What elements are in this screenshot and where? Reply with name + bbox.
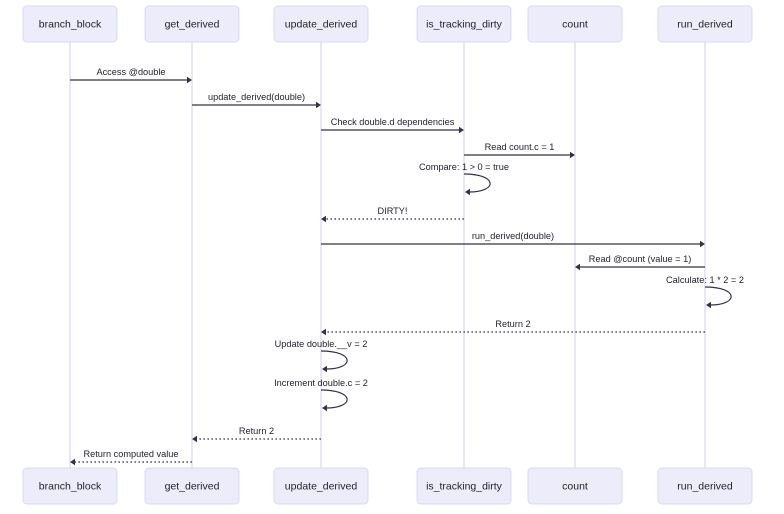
arrowhead: [187, 76, 192, 84]
participant-label: run_derived: [677, 480, 733, 492]
message-label: run_derived(double): [472, 231, 554, 241]
participant-label: update_derived: [285, 480, 358, 492]
arrowhead: [465, 188, 470, 196]
message-9[interactable]: Calculate: 1 * 2 = 2: [666, 275, 744, 309]
participant-bottom-is_tracking_dirty[interactable]: is_tracking_dirty: [416, 467, 512, 505]
participant-box: [22, 467, 118, 505]
participant-bottom-run_derived[interactable]: run_derived: [657, 467, 753, 505]
message-3[interactable]: Check double.d dependencies: [321, 117, 464, 134]
message-1[interactable]: Access @double: [70, 67, 192, 84]
message-label: Increment double.c = 2: [274, 378, 368, 388]
message-label: Read count.c = 1: [485, 142, 555, 152]
arrowhead: [322, 365, 327, 373]
self-loop-path: [463, 173, 491, 193]
participant-box: [22, 5, 118, 43]
message-label: update_derived(double): [208, 92, 305, 102]
message-label: Calculate: 1 * 2 = 2: [666, 275, 744, 285]
arrowhead: [459, 126, 464, 134]
participant-box: [657, 5, 753, 43]
message-4[interactable]: Read count.c = 1: [464, 142, 575, 159]
arrowhead: [706, 301, 711, 309]
participant-box: [144, 5, 240, 43]
participant-label: is_tracking_dirty: [426, 18, 503, 30]
message-12[interactable]: Increment double.c = 2: [274, 378, 368, 412]
message-8[interactable]: Read @count (value = 1): [575, 254, 705, 271]
participant-label: count: [562, 18, 588, 30]
arrowhead: [575, 263, 580, 271]
arrowhead: [700, 240, 705, 248]
arrowhead: [321, 215, 326, 223]
participant-label: run_derived: [677, 18, 733, 30]
participant-label: count: [562, 480, 588, 492]
messages-group: Access @double update_derived(double) Chec…: [70, 67, 744, 466]
message-label: Access @double: [96, 67, 165, 77]
participant-box: [416, 5, 512, 43]
message-10[interactable]: Return 2: [321, 319, 705, 336]
self-loop-path: [320, 389, 348, 409]
self-loop-path: [320, 350, 348, 370]
participant-box: [657, 467, 753, 505]
participant-label: branch_block: [39, 18, 102, 30]
participant-top-update_derived[interactable]: update_derived: [273, 5, 369, 43]
participant-box: [527, 5, 623, 43]
participant-bottom-count[interactable]: count: [527, 467, 623, 505]
participant-bottom-update_derived[interactable]: update_derived: [273, 467, 369, 505]
participant-top-get_derived[interactable]: get_derived: [144, 5, 240, 43]
message-label: Compare: 1 > 0 = true: [419, 162, 509, 172]
arrowhead: [316, 101, 321, 109]
arrowhead: [192, 435, 197, 443]
message-11[interactable]: Update double.__v = 2: [275, 339, 368, 373]
message-label: Update double.__v = 2: [275, 339, 368, 349]
message-label: Return computed value: [84, 449, 179, 459]
message-label: Check double.d dependencies: [331, 117, 455, 127]
message-label: Read @count (value = 1): [589, 254, 692, 264]
message-7[interactable]: run_derived(double): [321, 231, 705, 248]
participant-box: [273, 467, 369, 505]
participant-top-branch_block[interactable]: branch_block: [22, 5, 118, 43]
participant-top-is_tracking_dirty[interactable]: is_tracking_dirty: [416, 5, 512, 43]
participant-label: update_derived: [285, 18, 358, 30]
participant-box: [416, 467, 512, 505]
arrowhead: [570, 151, 575, 159]
arrowhead: [321, 328, 326, 336]
participant-box: [527, 467, 623, 505]
participant-boxes-bottom: branch_block get_derived update_derived is_…: [22, 467, 753, 505]
participant-box: [144, 467, 240, 505]
lifelines-group: [69, 42, 706, 468]
participant-label: get_derived: [165, 18, 220, 30]
message-13[interactable]: Return 2: [192, 426, 321, 443]
participant-label: is_tracking_dirty: [426, 480, 503, 492]
participant-bottom-branch_block[interactable]: branch_block: [22, 467, 118, 505]
message-label: DIRTY!: [378, 206, 408, 216]
message-label: Return 2: [239, 426, 274, 436]
participant-top-count[interactable]: count: [527, 5, 623, 43]
message-6[interactable]: DIRTY!: [321, 206, 464, 223]
message-14[interactable]: Return computed value: [70, 449, 192, 466]
participant-bottom-get_derived[interactable]: get_derived: [144, 467, 240, 505]
participant-label: branch_block: [39, 480, 102, 492]
participant-top-run_derived[interactable]: run_derived: [657, 5, 753, 43]
message-2[interactable]: update_derived(double): [192, 92, 321, 109]
message-5[interactable]: Compare: 1 > 0 = true: [419, 162, 509, 196]
arrowhead: [322, 404, 327, 412]
participant-boxes-top: branch_block get_derived update_derived is_…: [22, 5, 753, 43]
participant-label: get_derived: [165, 480, 220, 492]
self-loop-path: [704, 286, 732, 306]
participant-box: [273, 5, 369, 43]
arrowhead: [70, 458, 75, 466]
message-label: Return 2: [495, 319, 530, 329]
